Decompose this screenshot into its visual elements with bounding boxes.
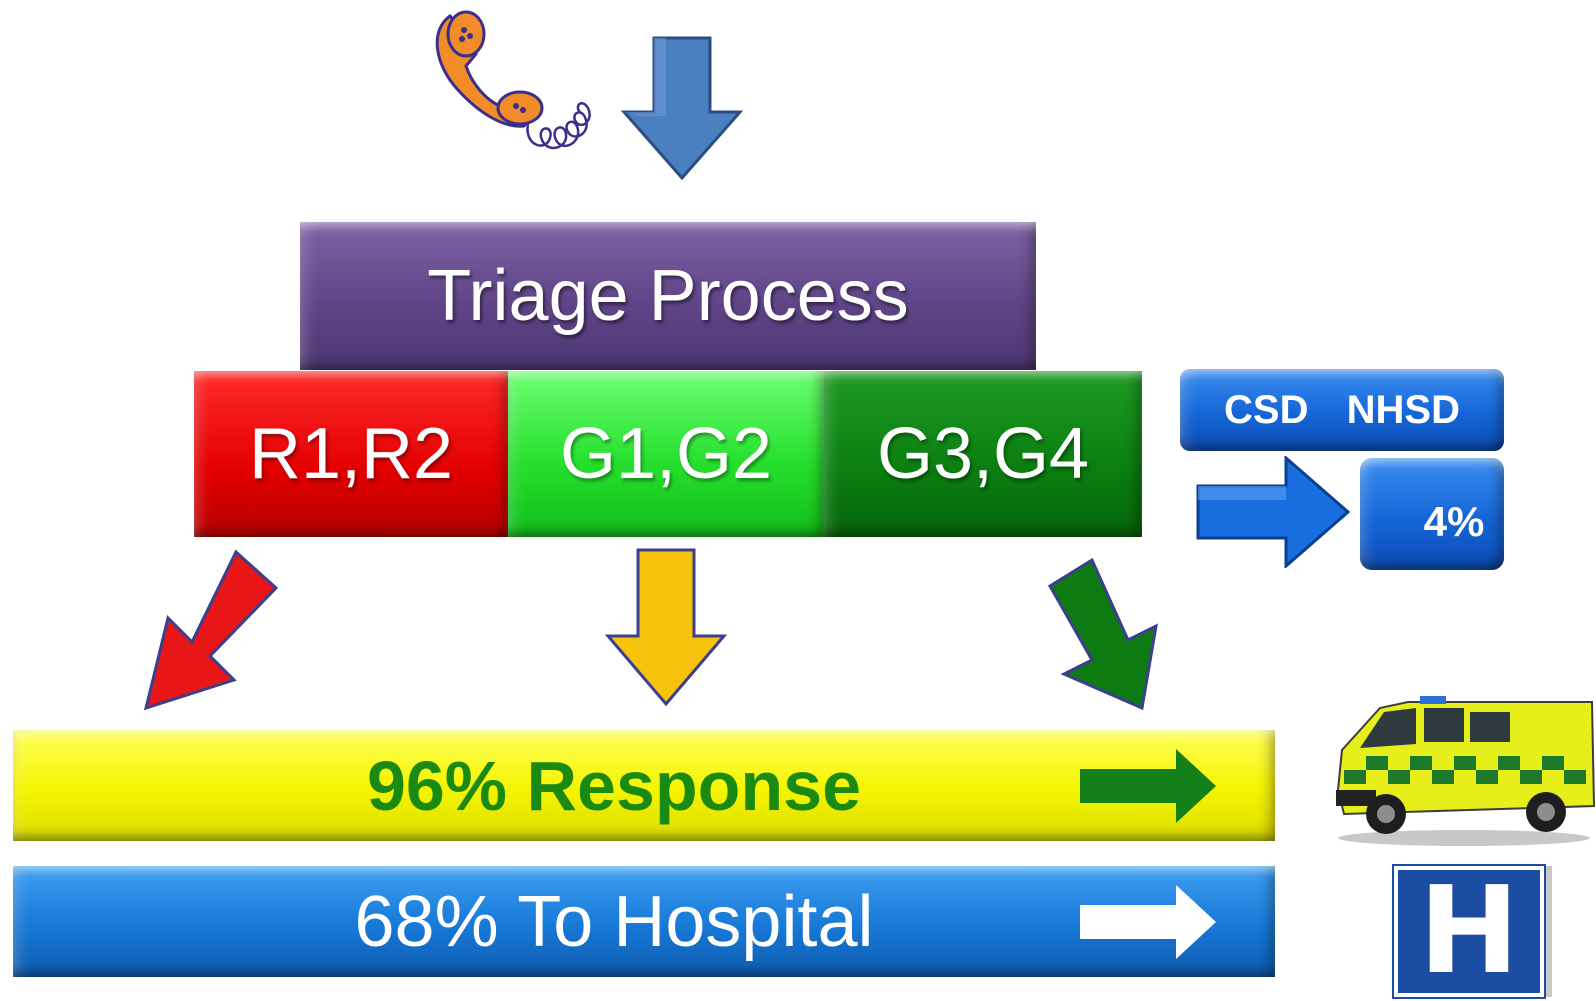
response-arrow-icon xyxy=(1080,749,1216,823)
category-g1-g2: G1,G2 xyxy=(508,371,824,537)
triage-title: Triage Process xyxy=(427,256,909,336)
ambulance-icon xyxy=(1336,696,1596,846)
triage-process-box: Triage Process xyxy=(300,222,1036,370)
referral-arrow-icon xyxy=(1196,456,1351,568)
category-r1-r2: R1,R2 xyxy=(194,371,508,537)
green-arrow-icon xyxy=(1047,557,1158,711)
hospital-bar: 68% To Hospital xyxy=(13,866,1275,977)
hospital-arrow-icon xyxy=(1080,885,1216,959)
referral-percent: 4% xyxy=(1423,498,1485,545)
nhsd-label: NHSD xyxy=(1346,387,1460,432)
csd-nhsd-box: CSD NHSD xyxy=(1180,369,1504,451)
response-bar: 96% Response xyxy=(13,730,1275,841)
category-label: G3,G4 xyxy=(876,414,1090,494)
referral-percent-box: 4% xyxy=(1360,458,1504,570)
category-label: G1,G2 xyxy=(559,414,773,494)
yellow-arrow-icon xyxy=(604,548,728,707)
csd-label: CSD xyxy=(1224,387,1309,432)
category-g3-g4: G3,G4 xyxy=(824,371,1142,537)
category-label: R1,R2 xyxy=(248,414,454,494)
response-label: 96% Response xyxy=(366,746,862,825)
hospital-sign-letter: H xyxy=(1418,862,1520,1001)
hospital-sign-icon: H xyxy=(1392,862,1546,1001)
incoming-arrow-icon xyxy=(620,36,744,181)
telephone-icon xyxy=(435,10,591,150)
hospital-label: 68% To Hospital xyxy=(354,881,874,962)
red-arrow-icon xyxy=(143,549,279,711)
